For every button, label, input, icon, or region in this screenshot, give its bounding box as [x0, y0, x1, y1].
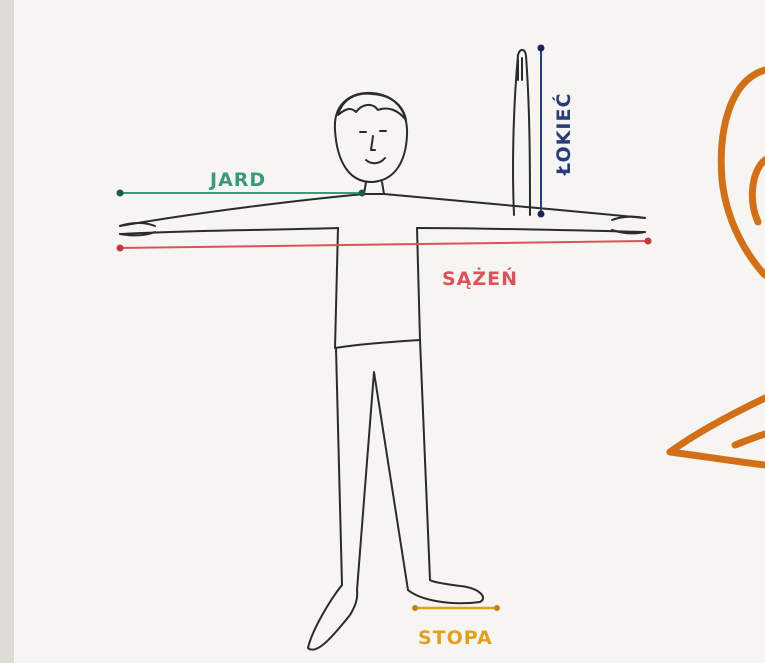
sazen-endpoint-right: [645, 238, 652, 245]
lokiec-endpoint-bottom: [538, 211, 545, 218]
paper-edge-shadow: [0, 0, 14, 663]
lokiec-endpoint-top: [538, 45, 545, 52]
sazen-label: SĄŻEŃ: [442, 266, 518, 290]
jard-endpoint-right: [359, 190, 366, 197]
stopa-label: STOPA: [418, 627, 493, 649]
stopa-endpoint-left: [412, 605, 418, 611]
stopa-endpoint-right: [494, 605, 500, 611]
jard-label: JARD: [208, 169, 266, 191]
lokiec-label: ŁOKIEĆ: [551, 93, 575, 176]
jard-endpoint-left: [117, 190, 124, 197]
sazen-endpoint-left: [117, 245, 124, 252]
